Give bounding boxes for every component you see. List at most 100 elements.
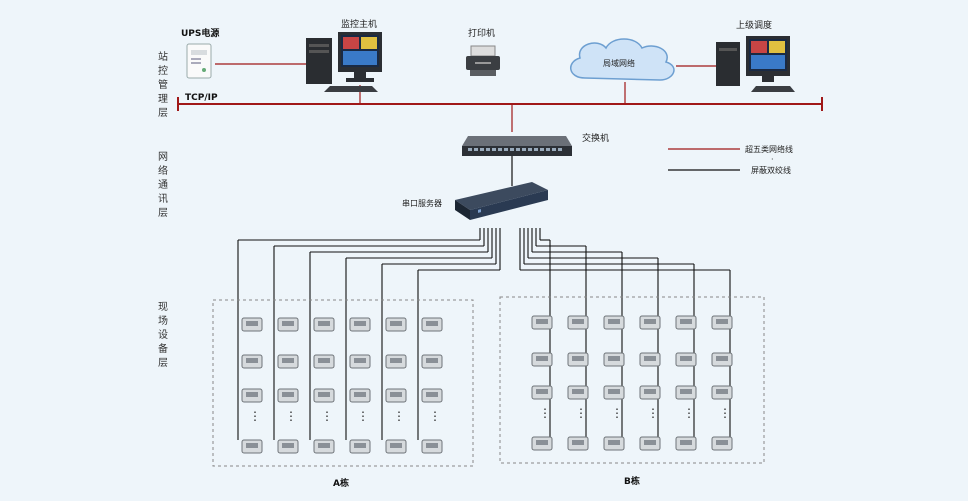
zone-a-box xyxy=(212,299,474,467)
meter-icon-b-6-1 xyxy=(711,315,733,330)
meter-icon-b-5-1 xyxy=(675,315,697,330)
printer-icon xyxy=(466,45,500,76)
zone-b-label: B栋 xyxy=(624,475,640,487)
meter-icon-b-2-2 xyxy=(567,352,589,367)
ellipsis-b-1: ⋮ xyxy=(539,406,551,420)
tcpip-bus xyxy=(177,97,823,111)
svg-text:络: 络 xyxy=(158,164,168,177)
meter-icon-a-5-2 xyxy=(385,354,407,369)
meter-icon-a-1-1 xyxy=(241,317,263,332)
layer-label-field: 现 场 设 备 层 xyxy=(158,301,168,369)
svg-text:网: 网 xyxy=(158,151,168,163)
meter-icon-a-6-3 xyxy=(421,388,443,403)
dispatch-computer-icon xyxy=(716,36,795,92)
meter-icon-b-3-3 xyxy=(603,385,625,400)
meter-icon-b-4-2 xyxy=(639,352,661,367)
ellipsis-a-1: ⋮ xyxy=(249,409,261,423)
printer-label: 打印机 xyxy=(468,27,495,39)
legend-label-twisted-pair: 屏蔽双绞线 xyxy=(751,165,791,175)
ellipsis-a-2: ⋮ xyxy=(285,409,297,423)
meter-icon-a-2-4 xyxy=(277,439,299,454)
meter-icon-a-5-1 xyxy=(385,317,407,332)
svg-text:讯: 讯 xyxy=(158,193,168,205)
meter-icon-b-6-2 xyxy=(711,352,733,367)
meter-icon-a-4-4 xyxy=(349,439,371,454)
meter-icon-a-2-1 xyxy=(277,317,299,332)
ellipsis-a-3: ⋮ xyxy=(321,409,333,423)
cloud-icon xyxy=(570,38,675,81)
ellipsis-a-5: ⋮ xyxy=(393,409,405,423)
meter-icon-a-4-3 xyxy=(349,388,371,403)
svg-text:站: 站 xyxy=(158,50,168,63)
svg-text:通: 通 xyxy=(158,179,168,191)
ellipsis-a-4: ⋮ xyxy=(357,409,369,423)
meter-icon-b-1-3 xyxy=(531,385,553,400)
rs485-bus-lines xyxy=(237,228,731,440)
meter-icon-b-1-1 xyxy=(531,315,553,330)
meter-icon-b-3-4 xyxy=(603,436,625,451)
svg-text:设: 设 xyxy=(158,329,168,341)
ellipsis-b-6: ⋮ xyxy=(719,406,731,420)
svg-text:层: 层 xyxy=(158,357,168,369)
meter-icon-a-1-4 xyxy=(241,439,263,454)
meter-icon-b-2-1 xyxy=(567,315,589,330)
meter-icon-a-3-3 xyxy=(313,388,335,403)
meter-icon-b-5-4 xyxy=(675,436,697,451)
meter-icon-b-2-3 xyxy=(567,385,589,400)
meter-icon-b-4-4 xyxy=(639,436,661,451)
layer-label-station: 站 控 管 理 层 xyxy=(158,50,168,119)
svg-text:层: 层 xyxy=(158,107,168,119)
ups-label: UPS电源 xyxy=(181,27,219,39)
meter-icon-b-6-3 xyxy=(711,385,733,400)
meter-icon-b-1-2 xyxy=(531,352,553,367)
meter-icon-a-4-1 xyxy=(349,317,371,332)
lan-label: 局域网络 xyxy=(603,58,635,68)
svg-text:理: 理 xyxy=(158,93,168,105)
meter-icon-a-2-2 xyxy=(277,354,299,369)
meter-icon-b-4-3 xyxy=(639,385,661,400)
meter-icon-a-2-3 xyxy=(277,388,299,403)
zone-b-box xyxy=(499,296,765,464)
host-computer-icon xyxy=(306,32,382,92)
ellipsis-b-2: ⋮ xyxy=(575,406,587,420)
switch-icon xyxy=(462,136,572,156)
meter-icon-a-1-3 xyxy=(241,388,263,403)
legend-label-ethernet: 超五类网络线 xyxy=(745,144,793,154)
serial-label: 串口服务器 xyxy=(402,198,442,208)
meter-icon-b-1-4 xyxy=(531,436,553,451)
meter-icon-a-6-4 xyxy=(421,439,443,454)
meter-icon-a-3-2 xyxy=(313,354,335,369)
svg-text:场: 场 xyxy=(158,314,168,327)
zone-a-label: A栋 xyxy=(333,477,349,489)
meter-icon-a-6-2 xyxy=(421,354,443,369)
meter-icon-a-3-4 xyxy=(313,439,335,454)
svg-text:管: 管 xyxy=(158,78,168,91)
meter-icon-b-6-4 xyxy=(711,436,733,451)
meter-grid: ⋮⋮⋮⋮⋮⋮⋮⋮⋮⋮⋮⋮ xyxy=(241,315,733,454)
meter-icon-b-5-2 xyxy=(675,352,697,367)
meter-icon-a-1-2 xyxy=(241,354,263,369)
meter-icon-a-4-2 xyxy=(349,354,371,369)
meter-icon-b-3-1 xyxy=(603,315,625,330)
tcpip-label: TCP/IP xyxy=(185,93,218,103)
meter-icon-a-5-4 xyxy=(385,439,407,454)
svg-text:层: 层 xyxy=(158,207,168,219)
switch-label: 交换机 xyxy=(582,132,609,144)
ellipsis-b-4: ⋮ xyxy=(647,406,659,420)
legend: 超五类网络线 · 屏蔽双绞线 xyxy=(668,144,793,175)
svg-text:现: 现 xyxy=(158,301,168,313)
layer-label-network: 网 络 通 讯 层 xyxy=(158,151,168,219)
ups-icon xyxy=(186,43,212,79)
meter-icon-a-3-1 xyxy=(313,317,335,332)
host-label: 监控主机 xyxy=(341,18,377,30)
dispatch-label: 上级调度 xyxy=(736,19,772,31)
ellipsis-b-3: ⋮ xyxy=(611,406,623,420)
meter-icon-b-5-3 xyxy=(675,385,697,400)
serial-server-icon xyxy=(455,182,548,220)
svg-text:控: 控 xyxy=(158,64,168,77)
legend-separator-dot: · xyxy=(771,155,774,164)
meter-icon-b-2-4 xyxy=(567,436,589,451)
meter-icon-a-6-1 xyxy=(421,317,443,332)
meter-icon-b-3-2 xyxy=(603,352,625,367)
